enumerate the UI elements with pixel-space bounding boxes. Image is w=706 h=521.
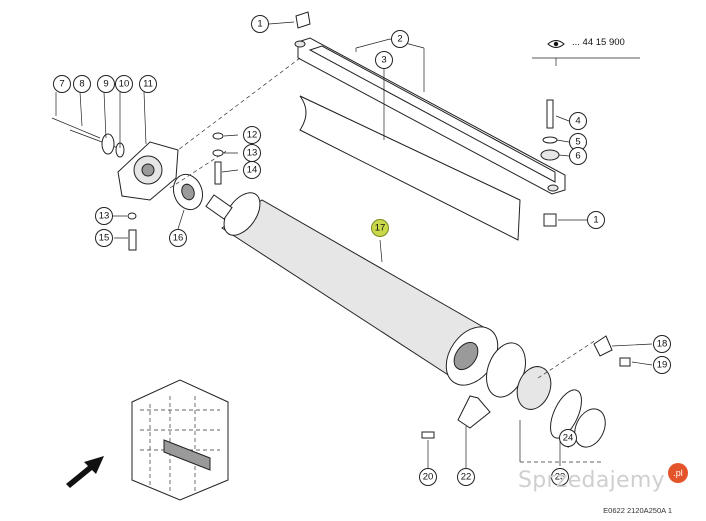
callout-c12: 12	[243, 126, 261, 144]
callout-c3: 3	[375, 51, 393, 69]
callout-label: 2	[397, 34, 402, 45]
bearing	[172, 173, 204, 211]
callout-label: 24	[563, 433, 574, 444]
bracket-strip	[294, 11, 566, 195]
drawing-code: E0622 2120A250A 1	[603, 506, 672, 515]
callout-label: 9	[103, 79, 108, 90]
callout-label: 8	[79, 79, 84, 90]
callout-c13a: 13	[243, 144, 261, 162]
callout-label: 14	[247, 165, 258, 176]
callout-label: 6	[575, 151, 580, 162]
callout-c23: 23	[551, 468, 569, 486]
watermark-badge: .pl	[668, 463, 688, 483]
callout-c1a: 1	[251, 15, 269, 33]
callout-c14: 14	[243, 161, 261, 179]
callout-label: 1	[593, 215, 598, 226]
callout-label: 19	[657, 360, 668, 371]
callout-label: 17	[375, 223, 386, 234]
callout-label: 18	[657, 339, 668, 350]
callout-c8: 8	[73, 75, 91, 93]
small-hardware	[127, 132, 224, 251]
callout-c17: 17	[371, 219, 389, 237]
bearing-block	[117, 141, 179, 201]
eye-icon	[532, 40, 640, 66]
callout-c22: 22	[457, 468, 475, 486]
callout-c7: 7	[53, 75, 71, 93]
callout-label: 16	[173, 233, 184, 244]
callout-label: 13	[99, 211, 110, 222]
callout-label: 10	[119, 79, 130, 90]
callout-c16: 16	[169, 229, 187, 247]
callout-label: 20	[423, 472, 434, 483]
callout-c9: 9	[97, 75, 115, 93]
callout-label: 1	[257, 19, 262, 30]
callout-label: 4	[575, 116, 580, 127]
callout-label: 13	[247, 148, 258, 159]
callout-c4: 4	[569, 112, 587, 130]
callout-c6: 6	[569, 147, 587, 165]
reference-code: ... 44 15 900	[572, 37, 625, 48]
callout-c11: 11	[139, 75, 157, 93]
curved-sheet	[299, 95, 521, 241]
direction-arrow	[66, 456, 104, 488]
machine-thumbnail	[131, 379, 229, 501]
callout-c15: 15	[95, 229, 113, 247]
callout-c24: 24	[559, 429, 577, 447]
flange-assembly	[421, 335, 631, 448]
callout-label: 12	[247, 130, 258, 141]
callout-c20: 20	[419, 468, 437, 486]
callout-label: 7	[59, 79, 64, 90]
callout-label: 23	[555, 472, 566, 483]
callout-c13b: 13	[95, 207, 113, 225]
callout-label: 3	[381, 55, 386, 66]
callout-c1b: 1	[587, 211, 605, 229]
callout-label: 22	[461, 472, 472, 483]
left-hardware	[51, 117, 125, 158]
right-hardware	[540, 99, 560, 227]
callout-c19: 19	[653, 356, 671, 374]
callout-label: 15	[99, 233, 110, 244]
watermark-text: Sprzedajemy	[518, 468, 665, 493]
callout-label: 5	[575, 137, 580, 148]
callout-c18: 18	[653, 335, 671, 353]
callout-c2: 2	[391, 30, 409, 48]
callout-c10: 10	[115, 75, 133, 93]
callout-label: 11	[143, 79, 153, 90]
alignment-lines	[169, 57, 604, 463]
